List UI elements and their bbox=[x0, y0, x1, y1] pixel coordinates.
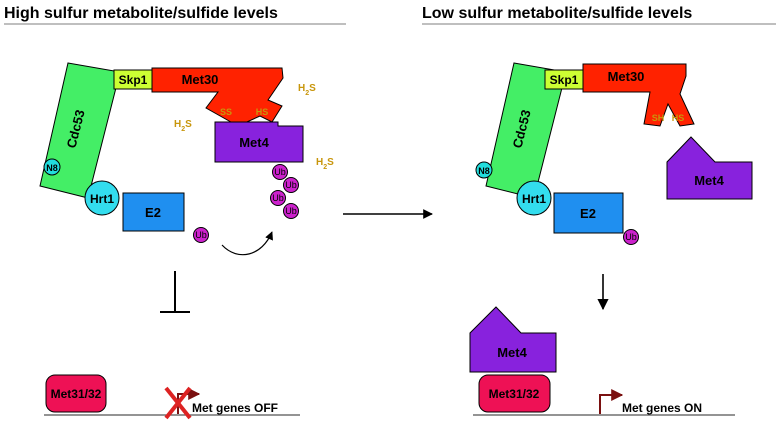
inhibition-symbol bbox=[160, 271, 190, 313]
n8-label: N8 bbox=[46, 163, 58, 173]
met-genes-off-label: Met genes OFF bbox=[192, 401, 278, 415]
skp1-protein: Skp1 bbox=[544, 69, 584, 90]
met30-protein: Met30 SS HS bbox=[151, 67, 284, 127]
e2-label: E2 bbox=[145, 205, 161, 220]
ub-label: Ub bbox=[285, 180, 297, 190]
h2s-label: H2S bbox=[316, 157, 334, 171]
met31-32-label: Met31/32 bbox=[489, 387, 540, 401]
ubiquitin: Ub bbox=[193, 227, 209, 243]
met4-label: Met4 bbox=[239, 135, 269, 150]
h2s-label: H2S bbox=[298, 83, 316, 97]
skp1-label: Skp1 bbox=[119, 73, 148, 87]
ubiquitin: Ub bbox=[270, 190, 286, 206]
n8-label: N8 bbox=[478, 166, 490, 176]
ubiquitin: Ub bbox=[623, 229, 639, 245]
ub-label: Ub bbox=[625, 232, 637, 242]
met4-protein: Met4 bbox=[214, 121, 304, 163]
ss-group-label: SS bbox=[220, 107, 232, 117]
hrt1-protein: Hrt1 bbox=[84, 180, 120, 216]
h2s-molecule: H2S bbox=[174, 119, 192, 133]
ub-label: Ub bbox=[285, 206, 297, 216]
right-panel-title: Low sulfur metabolite/sulfide levels bbox=[422, 5, 692, 22]
h2s-molecule: H2S bbox=[316, 157, 334, 171]
hrt1-label: Hrt1 bbox=[522, 192, 546, 206]
left-panel-title: High sulfur metabolite/sulfide levels bbox=[4, 5, 278, 22]
met4-label: Met4 bbox=[497, 345, 527, 360]
hrt1-protein: Hrt1 bbox=[516, 180, 552, 216]
right-panel: Low sulfur metabolite/sulfide levels Cdc… bbox=[422, 5, 776, 416]
skp1-label: Skp1 bbox=[550, 73, 579, 87]
ubiquitin: Ub bbox=[283, 177, 299, 193]
ubiquitin: Ub bbox=[272, 164, 288, 180]
ub-transfer-arrow bbox=[221, 231, 273, 256]
skp1-protein: Skp1 bbox=[113, 69, 153, 90]
e2-label: E2 bbox=[580, 206, 596, 221]
met4-label: Met4 bbox=[694, 173, 724, 188]
met30-label: Met30 bbox=[608, 69, 645, 84]
sh-group-label: SH bbox=[652, 113, 665, 123]
hs-group-label: HS bbox=[672, 113, 685, 123]
hrt1-label: Hrt1 bbox=[90, 192, 114, 206]
met4-bound-protein: Met4 bbox=[469, 306, 557, 373]
ub-label: Ub bbox=[274, 167, 286, 177]
hs-group-label: HS bbox=[256, 107, 269, 117]
n8-protein: N8 bbox=[43, 158, 61, 176]
ub-label: Ub bbox=[195, 230, 207, 240]
ubiquitin: Ub bbox=[283, 203, 299, 219]
e2-protein: E2 bbox=[122, 192, 185, 232]
e2-protein: E2 bbox=[553, 192, 624, 234]
met30-protein: Met30 SH HS bbox=[582, 63, 695, 127]
met-genes-on-label: Met genes ON bbox=[622, 401, 702, 415]
promoter-arrow bbox=[599, 389, 624, 414]
met30-label: Met30 bbox=[182, 72, 219, 87]
polyubiquitin-chain: Ub Ub Ub Ub bbox=[270, 164, 299, 219]
h2s-label: H2S bbox=[174, 119, 192, 133]
met31-32-label: Met31/32 bbox=[51, 387, 102, 401]
cdc53-protein: Cdc53 bbox=[39, 62, 121, 199]
h2s-molecule: H2S bbox=[298, 83, 316, 97]
met31-32-protein: Met31/32 bbox=[478, 374, 551, 413]
left-panel: High sulfur metabolite/sulfide levels Cd… bbox=[4, 5, 346, 420]
ub-label: Ub bbox=[272, 193, 284, 203]
met31-32-protein: Met31/32 bbox=[45, 374, 107, 413]
promoter-arrow bbox=[177, 388, 201, 414]
n8-protein: N8 bbox=[475, 161, 493, 179]
met4-free-protein: Met4 bbox=[666, 136, 753, 200]
off-cross-icon bbox=[164, 386, 192, 420]
